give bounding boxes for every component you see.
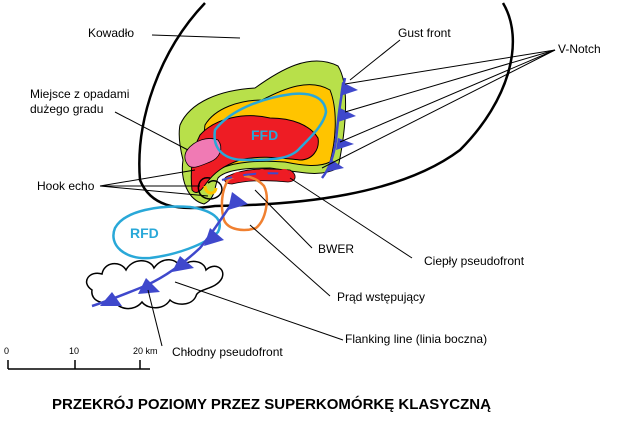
gust-front-symbols xyxy=(326,82,358,172)
hook-echo-inner xyxy=(203,185,218,195)
warm-front-symbols xyxy=(232,169,290,178)
scale-tick-0: 0 xyxy=(4,346,9,356)
label-kowadlo: Kowadło xyxy=(88,26,134,40)
heavy-precip-region xyxy=(190,115,319,193)
label-ffd: FFD xyxy=(251,127,278,143)
label-hail-line2: dużego gradu xyxy=(30,102,103,116)
front-triangle xyxy=(336,138,354,150)
front-triangle xyxy=(340,82,358,96)
front-triangle xyxy=(138,278,160,294)
scale-tick-20: 20 km xyxy=(133,346,158,356)
front-semicircle xyxy=(278,169,290,175)
anvil-outline xyxy=(138,2,515,210)
front-triangle xyxy=(338,108,356,122)
leader-lines xyxy=(99,34,556,347)
front-triangle xyxy=(326,160,344,172)
label-updraft: Prąd wstępujący xyxy=(337,290,425,304)
front-triangle xyxy=(204,228,224,246)
cold-front-symbols xyxy=(100,192,248,306)
label-rfd: RFD xyxy=(130,225,159,241)
scale-bar: 0 10 20 km xyxy=(4,346,158,370)
label-warm-front: Ciepły pseudofront xyxy=(424,254,525,268)
hail-region xyxy=(184,138,222,168)
front-semicircle xyxy=(232,172,244,178)
front-triangle xyxy=(228,192,248,210)
rfd-outline xyxy=(112,205,221,260)
label-flanking: Flanking line (linia boczna) xyxy=(345,332,487,346)
label-hook-echo: Hook echo xyxy=(37,179,95,193)
ffd-outline xyxy=(213,92,328,162)
front-semicircle xyxy=(256,169,268,175)
label-hail-line1: Miejsce z opadami xyxy=(30,87,129,101)
label-cold-front: Chłodny pseudofront xyxy=(172,345,283,359)
hook-echo xyxy=(197,177,223,200)
updraft-outline xyxy=(220,174,268,232)
label-v-notch: V-Notch xyxy=(558,42,601,56)
scale-tick-10: 10 xyxy=(69,346,79,356)
diagram-title: PRZEKRÓJ POZIOMY PRZEZ SUPERKOMÓRKĘ KLAS… xyxy=(52,395,491,413)
front-triangle xyxy=(100,292,122,306)
label-bwer: BWER xyxy=(318,242,354,256)
front-triangle xyxy=(172,256,194,272)
label-gust-front: Gust front xyxy=(398,26,451,40)
